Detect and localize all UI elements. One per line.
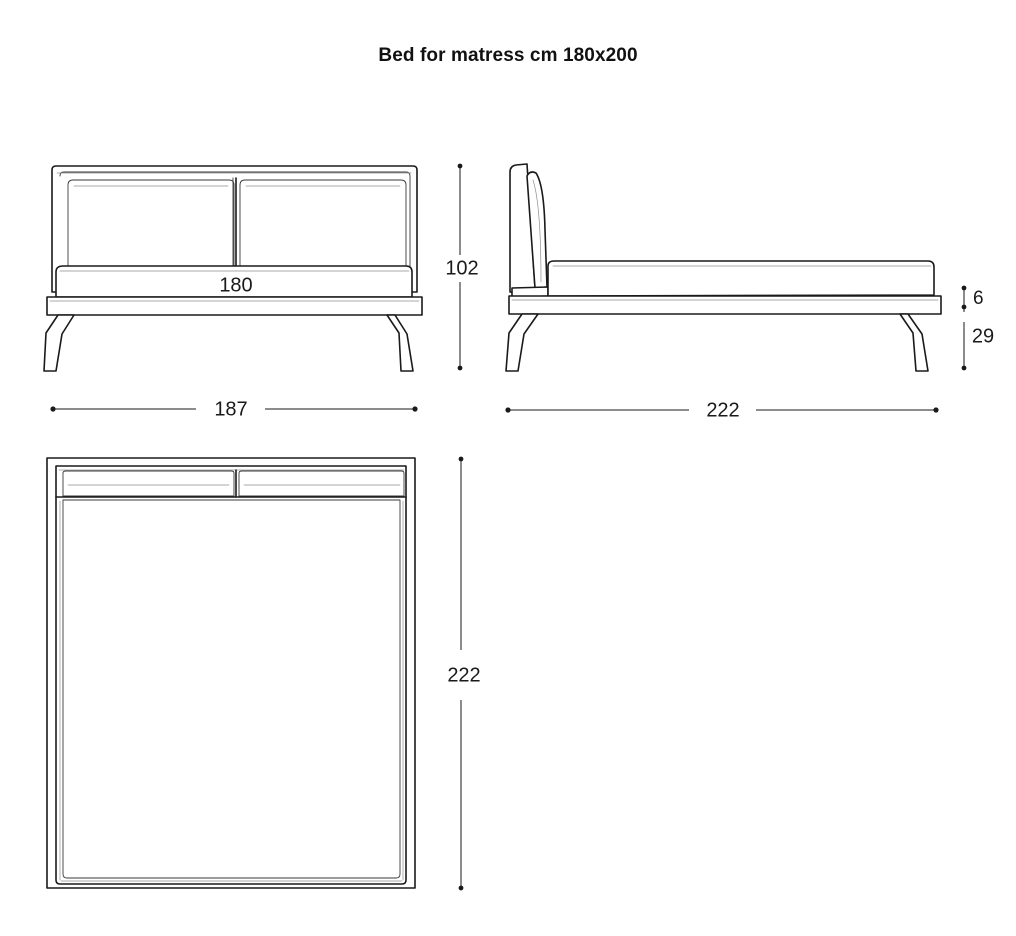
side-leg-right bbox=[899, 313, 929, 372]
side-leg-left bbox=[505, 313, 539, 372]
dim-6-dot-top bbox=[961, 285, 967, 291]
front-pillow-panel-left bbox=[67, 179, 235, 269]
side-headboard-cushion bbox=[526, 171, 548, 289]
plan-mattress-surface bbox=[62, 499, 401, 879]
dim-222-side-dot-left bbox=[505, 407, 511, 413]
dim-text-222-side: 222 bbox=[706, 399, 739, 421]
dim-222-plan-dot-bottom bbox=[458, 885, 464, 891]
front-mattress-band bbox=[55, 265, 413, 298]
dim-6-dot-bottom bbox=[961, 304, 967, 310]
dim-222-plan-dot-top bbox=[458, 456, 464, 462]
side-headboard-cushion-seam bbox=[532, 179, 542, 283]
front-headboard-inner-face bbox=[59, 171, 411, 289]
dim-102-dot-bottom bbox=[457, 365, 463, 371]
dimension-6: 6 bbox=[961, 285, 984, 312]
side-mattress bbox=[547, 260, 935, 297]
front-leg-left bbox=[43, 314, 75, 372]
dim-text-6: 6 bbox=[973, 288, 984, 309]
dim-text-29: 29 bbox=[972, 325, 994, 347]
dim-text-102: 102 bbox=[445, 257, 478, 279]
plan-pillow-left bbox=[62, 470, 235, 497]
plan-pillow-right bbox=[238, 470, 405, 497]
dim-187-dot-right bbox=[412, 406, 418, 412]
dim-text-180: 180 bbox=[219, 274, 252, 296]
side-base-rail bbox=[508, 295, 942, 315]
plan-view bbox=[46, 457, 416, 889]
dimension-222-plan: 222 bbox=[447, 456, 481, 891]
dim-text-222-plan: 222 bbox=[447, 664, 480, 686]
front-elevation-view: 180 bbox=[43, 165, 423, 372]
dimension-102: 102 bbox=[445, 163, 479, 371]
dim-text-187: 187 bbox=[214, 398, 247, 420]
dim-102-dot-top bbox=[457, 163, 463, 169]
front-pillow-panel-right bbox=[239, 179, 407, 269]
dimension-187: 187 bbox=[50, 398, 418, 420]
front-leg-right bbox=[386, 314, 414, 372]
dimension-222-side: 222 bbox=[505, 399, 939, 421]
dim-187-dot-left bbox=[50, 406, 56, 412]
dim-222-side-dot-right bbox=[933, 407, 939, 413]
dim-29-dot-bottom bbox=[961, 365, 967, 371]
dimension-29: 29 bbox=[961, 322, 994, 371]
front-base-rail bbox=[46, 296, 423, 316]
side-elevation-view bbox=[505, 163, 942, 372]
page-title: Bed for matress cm 180x200 bbox=[378, 45, 638, 66]
